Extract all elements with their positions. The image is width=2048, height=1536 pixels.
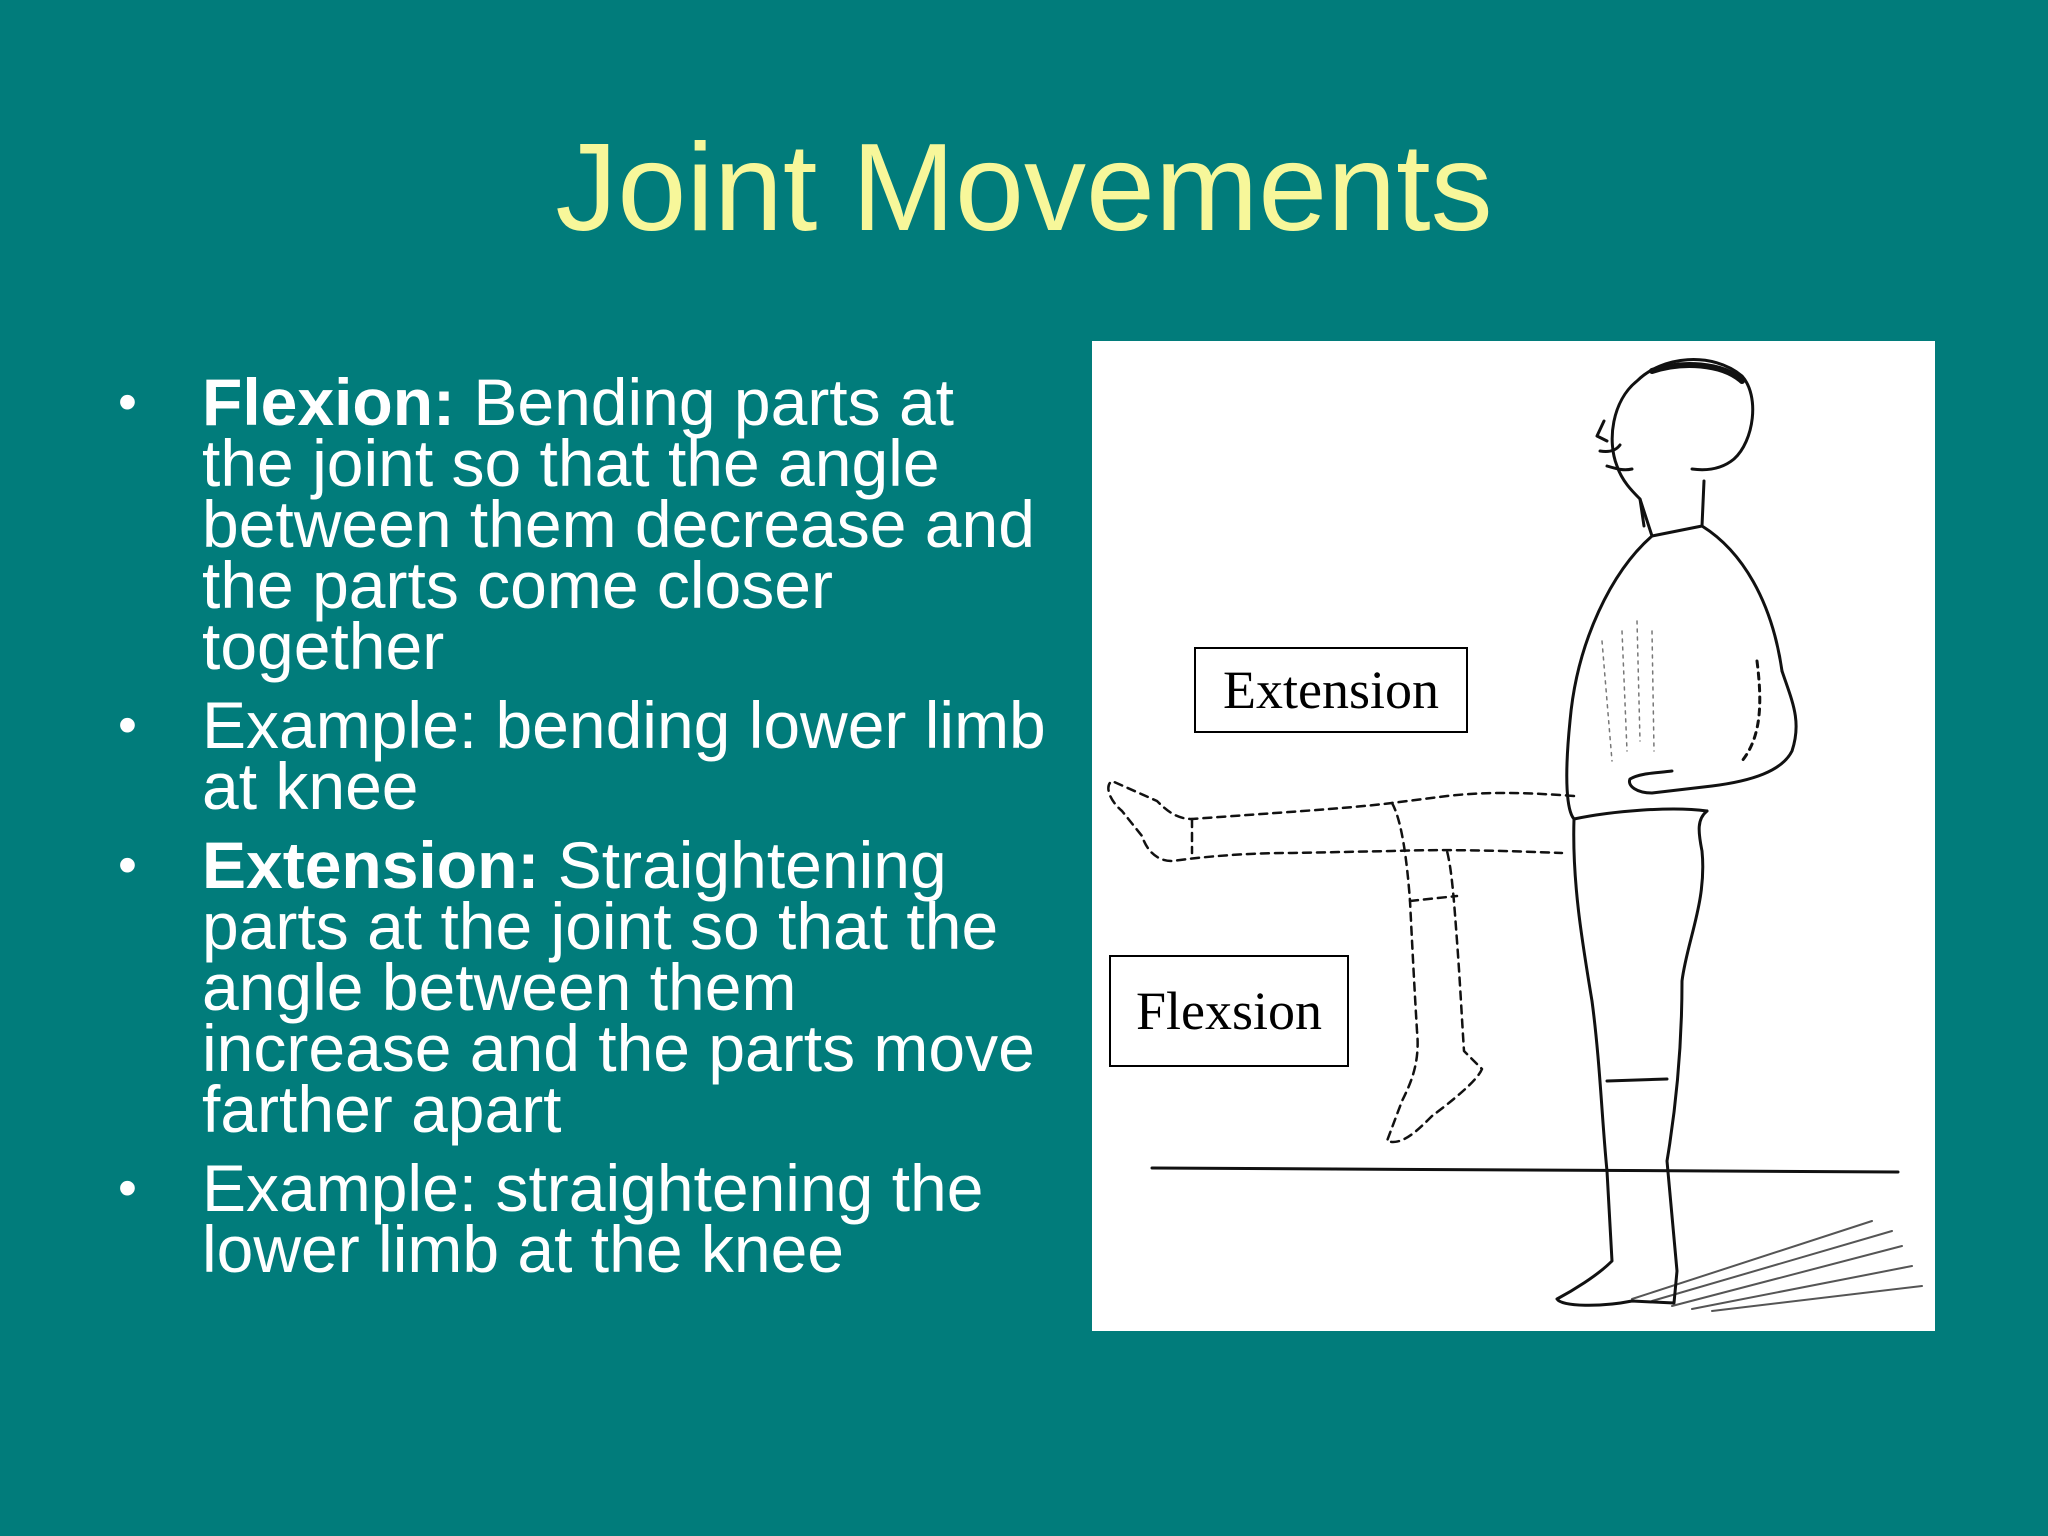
arm-inner xyxy=(1740,659,1762,763)
bullet-text: Example: bending lower limb at knee xyxy=(202,688,1046,823)
standing-leg xyxy=(1555,809,1709,1307)
bullet-text: Bending parts at the joint so that the a… xyxy=(202,365,1035,683)
waist xyxy=(1572,807,1709,821)
bullet-flexion: • Flexion: Bending parts at the joint so… xyxy=(118,369,1058,679)
bullet-flexion-example: • Example: bending lower limb at knee xyxy=(118,692,1058,819)
face-features xyxy=(1595,419,1634,472)
head-outline xyxy=(1610,358,1755,528)
flexion-label: Flexsion xyxy=(1109,955,1349,1067)
figure-drawing xyxy=(1107,358,1923,1312)
bullet-dot: • xyxy=(118,1158,137,1218)
bullet-list: • Flexion: Bending parts at the joint so… xyxy=(118,369,1058,1298)
arm-outline xyxy=(1627,669,1798,795)
torso-front xyxy=(1565,534,1654,821)
bullet-dot: • xyxy=(118,695,137,755)
sock-top xyxy=(1605,1077,1669,1083)
extension-label: Extension xyxy=(1194,647,1468,733)
bullet-text: Example: straightening the lower limb at… xyxy=(202,1151,984,1286)
neck xyxy=(1638,479,1706,538)
bullet-dot: • xyxy=(118,372,137,432)
hair xyxy=(1649,362,1745,384)
floor-line xyxy=(1150,1166,1900,1174)
bullet-dot: • xyxy=(118,835,137,895)
slide-title: Joint Movements xyxy=(555,119,1493,257)
torso-back xyxy=(1700,524,1784,673)
shadow-hatching xyxy=(1631,1220,1923,1312)
bullet-text: Straightening parts at the joint so that… xyxy=(202,828,1035,1146)
joint-movement-illustration: Extension Flexsion xyxy=(1092,341,1935,1331)
bullet-extension-example: • Example: straightening the lower limb … xyxy=(118,1155,1058,1282)
bullet-term: Extension: xyxy=(202,828,540,902)
bullet-extension: • Extension: Straightening parts at the … xyxy=(118,832,1058,1142)
extended-leg xyxy=(1107,779,1576,863)
flexed-leg-knee xyxy=(1408,894,1459,903)
torso-shading xyxy=(1601,620,1655,762)
flexed-leg xyxy=(1385,801,1484,1144)
bullet-term: Flexion: xyxy=(202,365,456,439)
